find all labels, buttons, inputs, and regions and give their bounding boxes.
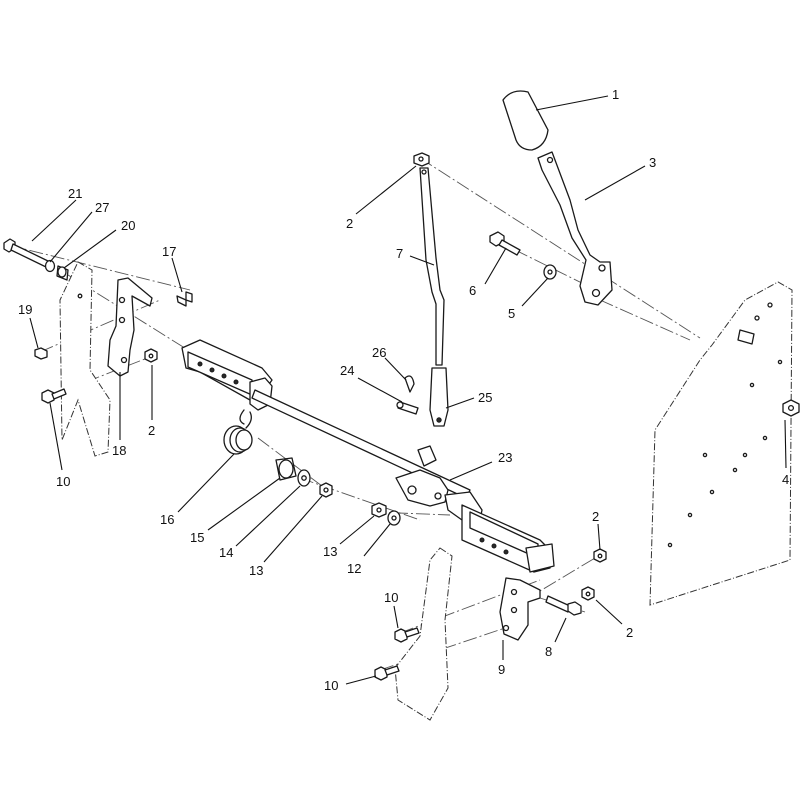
washer-12 xyxy=(387,510,401,526)
callout-16: 16 xyxy=(160,512,174,527)
callout-18: 18 xyxy=(112,443,126,458)
callout-26: 26 xyxy=(372,345,386,360)
left-upper-plate xyxy=(59,261,111,457)
lower-left-plate xyxy=(394,547,453,721)
callout-10: 10 xyxy=(56,474,70,489)
callout-8: 8 xyxy=(545,644,552,659)
spacer-left-upper xyxy=(56,265,69,281)
callout-2: 2 xyxy=(592,509,599,524)
nut-13b xyxy=(371,502,387,518)
callout-23: 23 xyxy=(498,450,512,465)
clevis xyxy=(429,367,449,427)
linkage-rod xyxy=(419,167,445,366)
bolt-10-left xyxy=(41,388,67,404)
callout-9: 9 xyxy=(498,662,505,677)
callout-7: 7 xyxy=(396,246,403,261)
handle-grip xyxy=(502,90,549,151)
bolt-8 xyxy=(545,595,582,616)
right-mounting-plate xyxy=(649,281,793,606)
nut-19 xyxy=(34,347,48,360)
washer-handle xyxy=(543,264,557,280)
lower-bracket xyxy=(499,577,541,641)
callout-13: 13 xyxy=(323,544,337,559)
callout-2: 2 xyxy=(346,216,353,231)
washer-left-upper xyxy=(44,259,56,273)
bolt-handle xyxy=(489,231,521,256)
torsion-spring xyxy=(223,409,253,455)
bolt-10-lower-b xyxy=(374,665,400,681)
callout-15: 15 xyxy=(190,530,204,545)
bolt-10-lower-a xyxy=(394,627,420,643)
nut-13a xyxy=(319,482,333,498)
main-shaft-assembly xyxy=(181,339,555,573)
callout-27: 27 xyxy=(95,200,109,215)
callout-5: 5 xyxy=(508,306,515,321)
callout-25: 25 xyxy=(478,390,492,405)
washer-14 xyxy=(297,469,311,487)
callout-20: 20 xyxy=(121,218,135,233)
callout-6: 6 xyxy=(469,283,476,298)
callout-12: 12 xyxy=(347,561,361,576)
nut-left xyxy=(144,348,158,363)
sleeve xyxy=(275,457,297,481)
callout-4: 4 xyxy=(782,472,789,487)
callout-19: 19 xyxy=(18,302,32,317)
callout-21: 21 xyxy=(68,186,82,201)
leader-lines xyxy=(29,95,787,685)
callout-14: 14 xyxy=(219,545,233,560)
callout-1: 1 xyxy=(612,87,619,102)
callout-2: 2 xyxy=(626,625,633,640)
nut-right xyxy=(593,548,607,563)
clevis-pin xyxy=(396,401,419,415)
nut-lower-right xyxy=(581,586,595,601)
callout-10: 10 xyxy=(324,678,338,693)
callout-24: 24 xyxy=(340,363,354,378)
callout-10: 10 xyxy=(384,590,398,605)
nut-right-plate xyxy=(782,399,800,417)
callout-2: 2 xyxy=(148,423,155,438)
callout-17: 17 xyxy=(162,244,176,259)
cotter-pin xyxy=(404,375,415,393)
callout-3: 3 xyxy=(649,155,656,170)
callout-13: 13 xyxy=(249,563,263,578)
handle-lever xyxy=(537,151,613,306)
callout-labels: 1 3 2 7 6 5 21 27 20 17 19 26 24 25 4 2 … xyxy=(18,87,789,693)
nut-top xyxy=(413,152,430,167)
left-bracket xyxy=(107,277,153,377)
bolt-17 xyxy=(176,291,193,307)
